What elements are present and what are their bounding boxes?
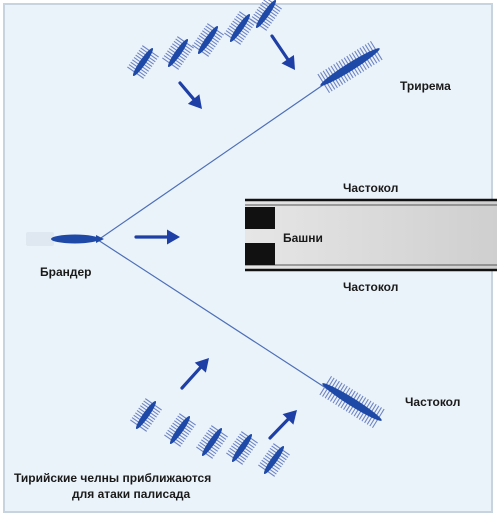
towers-label: Башни (283, 231, 323, 245)
caption-line-2: для атаки палисада (72, 487, 191, 501)
tower-lower (245, 243, 275, 265)
palisade-bottom-label: Частокол (343, 280, 398, 294)
palisade-top-label: Частокол (343, 181, 398, 195)
palisade-ship-label: Частокол (405, 395, 460, 409)
tower-upper (245, 207, 275, 229)
trireme-label: Трирема (400, 79, 451, 93)
caption-line-1: Тирийские челны приближаются (14, 471, 211, 485)
fireship-label: Брандер (40, 265, 92, 279)
